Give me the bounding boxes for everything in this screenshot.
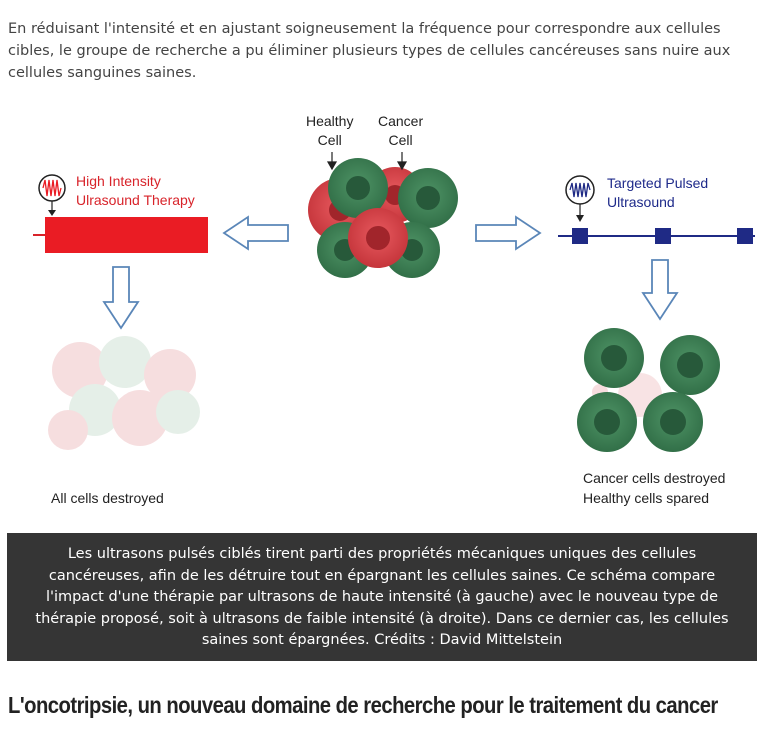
ultrasound-diagram-figure: Healthy Cell Cancer Cell High Intensity … [0,100,762,525]
arrow-down-right [641,259,679,321]
destroyed-cells [48,336,200,450]
healthy-cell [577,392,637,452]
arrow-right [475,215,542,251]
cell-cluster [308,158,458,278]
section-heading: L'oncotripsie, un nouveau domaine de rec… [8,692,718,718]
healthy-cell-label: Healthy Cell [306,113,354,148]
pulse-wave-icon [565,175,595,205]
surviving-cells [577,328,720,452]
figure-caption: Les ultrasons pulsés ciblés tirent parti… [7,533,757,661]
healthy-cell [398,168,458,228]
flow-arrows [102,215,679,330]
diagram-graphics [33,152,755,452]
cancer-cells-destroyed-label: Cancer cells destroyed [583,470,726,486]
healthy-cell [660,335,720,395]
label-pointers [326,152,408,171]
cancer-cell-label: Cancer Cell [378,113,424,148]
healthy-cell [328,158,388,218]
targeted-pulsed-label: Targeted Pulsed Ultrasound [607,175,709,210]
healthy-cell [584,328,644,388]
pulsed-line [558,204,755,244]
arrow-down-left [102,266,140,330]
hifu-label: High Intensity Ulrasound Therapy [76,173,195,208]
arrow-left [222,215,289,251]
hifu-wave-icon [38,174,66,202]
all-cells-destroyed-label: All cells destroyed [51,490,164,506]
intro-paragraph: En réduisant l'intensité et en ajustant … [8,20,731,81]
healthy-cells-spared-label: Healthy cells spared [583,490,710,506]
cancer-cell [348,208,408,268]
hifu-bar [33,201,208,253]
healthy-cell [643,392,703,452]
